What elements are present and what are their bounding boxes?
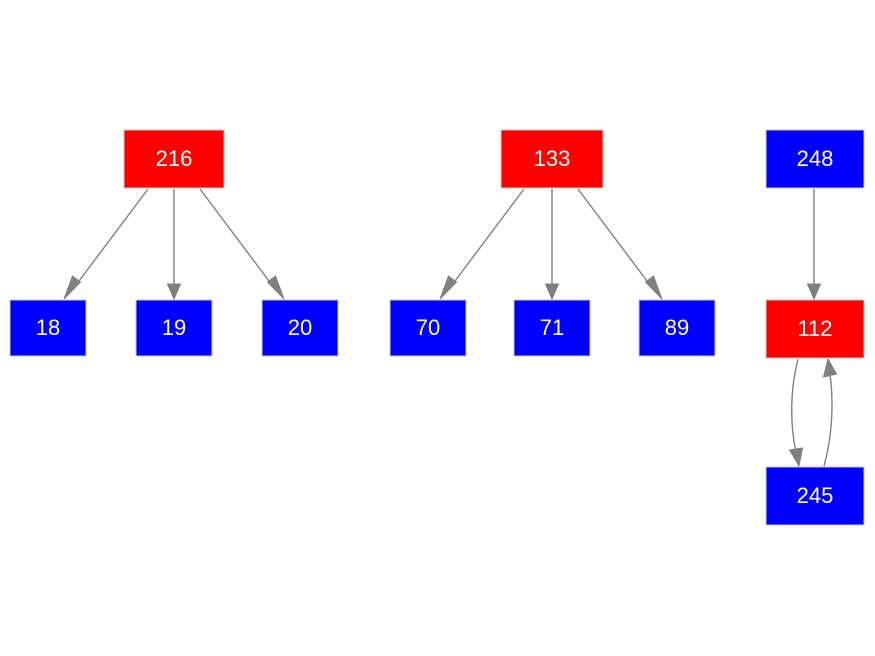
node-box[interactable] (765, 466, 865, 526)
node-18[interactable]: 18 (9, 299, 87, 357)
edge-216-to-19 (166, 189, 182, 301)
node-box[interactable] (261, 299, 339, 357)
node-box[interactable] (513, 299, 591, 357)
edge-layer (63, 188, 838, 468)
arrowhead-icon (439, 275, 458, 300)
edge-216-to-20 (199, 188, 285, 300)
node-box[interactable] (389, 299, 467, 357)
edge-248-to-112 (806, 189, 822, 301)
node-box[interactable] (765, 129, 865, 189)
node-19[interactable]: 19 (135, 299, 213, 357)
node-133[interactable]: 133 (500, 129, 604, 189)
edge-line (791, 358, 799, 453)
edge-133-to-71 (544, 189, 560, 301)
edge-line (199, 188, 273, 286)
node-box[interactable] (500, 129, 604, 189)
arrowhead-icon (806, 283, 822, 301)
edge-line (823, 374, 833, 467)
node-89[interactable]: 89 (638, 299, 716, 357)
node-245[interactable]: 245 (765, 466, 865, 526)
node-20[interactable]: 20 (261, 299, 339, 357)
node-box[interactable] (135, 299, 213, 357)
node-box[interactable] (123, 129, 225, 189)
node-box[interactable] (638, 299, 716, 357)
arrowhead-icon (166, 283, 182, 301)
arrowhead-icon (266, 275, 285, 300)
node-248[interactable]: 248 (765, 129, 865, 189)
node-112[interactable]: 112 (765, 299, 865, 359)
edge-line (577, 188, 651, 286)
arrowhead-icon (544, 283, 560, 301)
edge-133-to-70 (439, 188, 525, 300)
arrowhead-icon (788, 447, 804, 468)
node-216[interactable]: 216 (123, 129, 225, 189)
arrowhead-icon (63, 275, 82, 300)
edge-133-to-89 (577, 188, 663, 300)
edge-line (75, 188, 149, 286)
edge-line (451, 188, 525, 286)
arrowhead-icon (822, 357, 838, 378)
node-box[interactable] (765, 299, 865, 359)
edge-245-to-112 (822, 357, 838, 467)
node-box[interactable] (9, 299, 87, 357)
arrowhead-icon (644, 275, 663, 300)
edge-112-to-245 (788, 358, 804, 468)
node-70[interactable]: 70 (389, 299, 467, 357)
node-71[interactable]: 71 (513, 299, 591, 357)
edge-216-to-18 (63, 188, 149, 300)
